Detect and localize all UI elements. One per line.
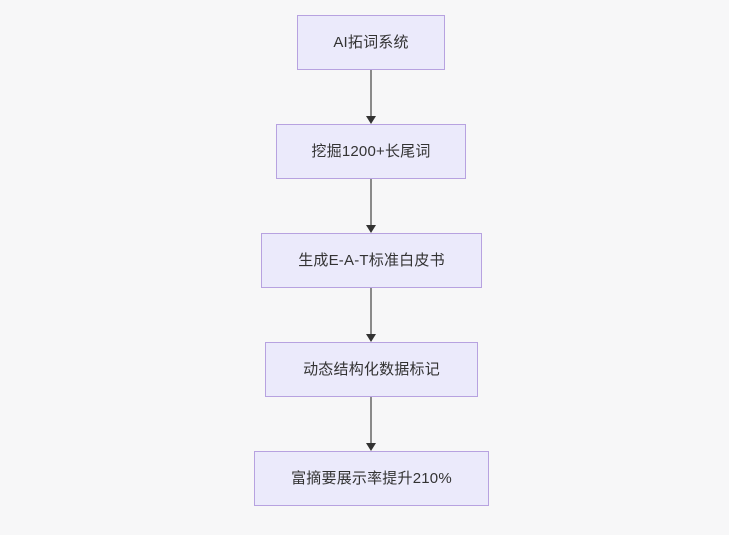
flow-node-n3[interactable]: 生成E-A-T标准白皮书 xyxy=(261,233,482,288)
edge-arrowhead xyxy=(366,225,376,233)
flow-node-label: 挖掘1200+长尾词 xyxy=(311,143,431,160)
flow-node-n4[interactable]: 动态结构化数据标记 xyxy=(265,342,478,397)
flow-node-n1[interactable]: AI拓词系统 xyxy=(297,15,445,70)
flow-edge-n4-n5 xyxy=(366,397,376,451)
edge-arrowhead xyxy=(366,334,376,342)
flow-node-n2[interactable]: 挖掘1200+长尾词 xyxy=(276,124,466,179)
flow-node-label: 富摘要展示率提升210% xyxy=(291,470,452,487)
flow-node-n5[interactable]: 富摘要展示率提升210% xyxy=(254,451,489,506)
edge-line xyxy=(370,288,372,334)
edge-line xyxy=(370,70,372,116)
flow-node-label: 生成E-A-T标准白皮书 xyxy=(298,252,445,269)
flow-node-label: AI拓词系统 xyxy=(333,34,409,51)
flow-edge-n2-n3 xyxy=(366,179,376,233)
edge-arrowhead xyxy=(366,443,376,451)
edge-line xyxy=(370,397,372,443)
flow-node-label: 动态结构化数据标记 xyxy=(303,361,440,378)
edge-line xyxy=(370,179,372,225)
edge-arrowhead xyxy=(366,116,376,124)
flow-edge-n1-n2 xyxy=(366,70,376,124)
flow-edge-n3-n4 xyxy=(366,288,376,342)
